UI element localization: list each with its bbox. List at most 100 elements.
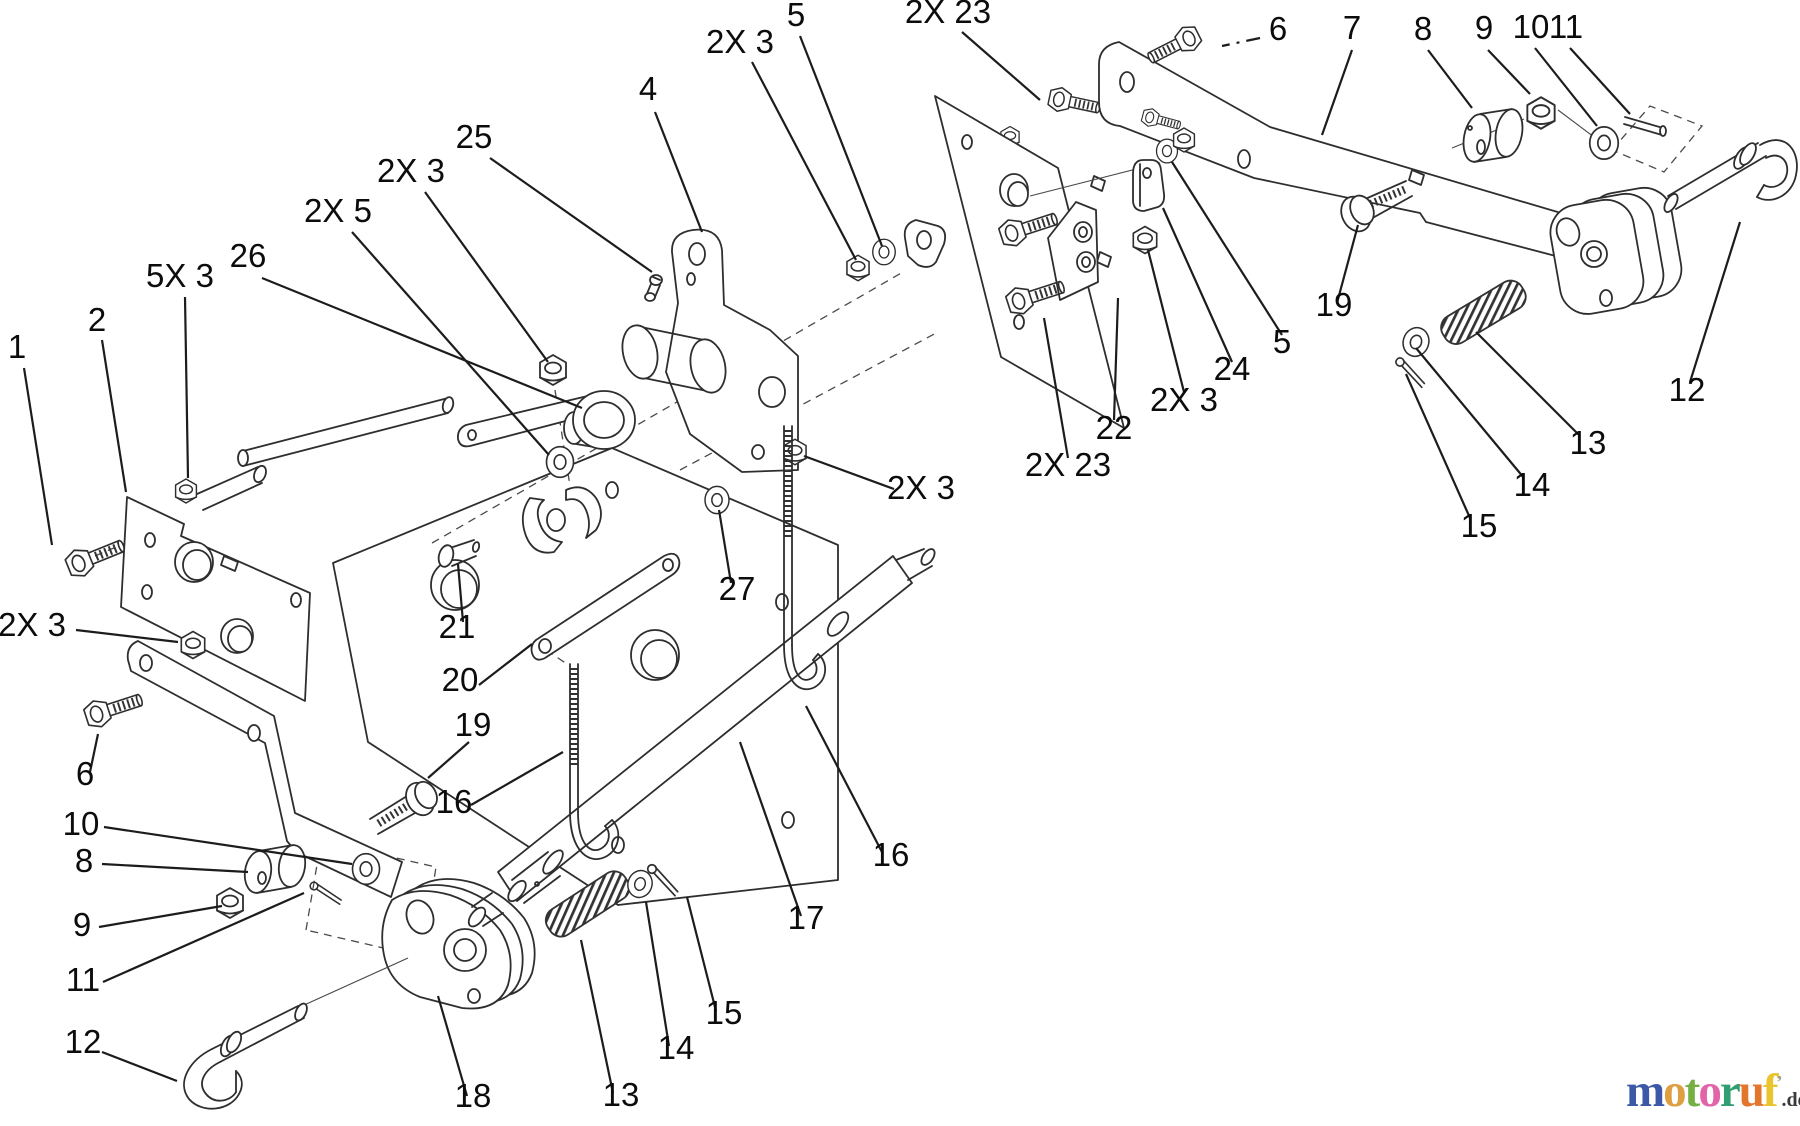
carriage-bolt-19-left [369,780,438,835]
part-label: 11 [1549,8,1583,45]
leader-line [424,191,549,363]
leader-line [183,296,190,479]
part-label: 22 [1096,409,1133,446]
leader-lines [22,31,1742,1097]
spacer-8-right [1462,108,1524,163]
left-mounting-plate [63,396,455,702]
leader-line [738,741,803,917]
leader-line [1335,224,1360,304]
logo-letter: o [1663,1065,1686,1117]
part-label: 14 [1514,466,1551,503]
leader-line [427,741,470,779]
trunnion-5 [903,219,947,268]
part-label: 10 [1513,8,1550,45]
logo-word: motoruf [1626,1065,1778,1117]
leader-line [1042,317,1070,459]
part-label: 2X 23 [905,0,991,30]
part-label: 16 [436,783,473,820]
leader-line [805,705,884,855]
leader-line [470,751,564,806]
clamp-halves [521,486,602,554]
lift-shaft-group [369,425,936,943]
leader-line [98,904,223,929]
leader-line [579,939,615,1094]
leader-line [1534,47,1598,127]
leader-line [803,454,895,491]
flange-nut-2x3-center [539,354,567,386]
part-label: 15 [706,994,743,1031]
washer-27 [704,485,730,515]
lift-link-plates-bottom [381,878,536,1010]
part-label: 4 [639,70,657,107]
hex-bolt-6-left [82,687,146,731]
carriage-bolt-19-right [1340,180,1413,233]
leader-line [717,509,733,584]
leader-line [1171,161,1283,336]
leader-line [653,111,704,233]
leader-line [1427,49,1473,109]
hex-nut-2x3-right [1172,127,1196,153]
washer-5-top [872,238,896,266]
hex-nut-9-left [216,887,244,919]
leader-line [798,35,884,247]
part-label: 6 [1269,10,1287,47]
leader-line [261,276,583,410]
part-label: 5 [787,0,805,33]
leader-line [1146,249,1186,393]
part-label: 2X 3 [1150,381,1218,418]
flat-link-20 [530,552,681,661]
logo-letter: m [1626,1065,1665,1117]
part-label: 2X 3 [0,606,66,643]
hex-nut-9-right [1526,96,1556,130]
washer-14-right [1398,323,1434,361]
logo-letter: r [1719,1065,1741,1117]
idler-bracket-4 [665,228,799,473]
leader-line [101,1050,178,1083]
flat-head-screw-21 [437,539,481,568]
leader-line [103,825,353,866]
hex-bolt-1 [63,532,128,580]
leader-line [644,901,671,1047]
leader-line [436,995,469,1097]
pivot-hub-cylinder [621,324,727,394]
part-label: 2X 23 [1025,446,1111,483]
part-label: 27 [719,570,756,607]
clip-24 [1132,107,1182,212]
logo-trademark: ’ [1776,1072,1782,1092]
leader-line [1688,221,1742,383]
leader-line [75,628,179,644]
j-bolt-16-right [783,425,827,691]
right-mounting-plate-22 [934,86,1125,429]
hex-bolt-6-top [1143,22,1203,70]
part-label: 8 [1414,10,1432,47]
leader-line [1475,331,1581,437]
pin-11 [1623,116,1667,137]
logo-letter: f [1762,1065,1779,1117]
leader-line [1415,347,1525,479]
j-bolt-16-left [569,663,620,860]
part-label: 12 [1669,371,1706,408]
flange-nut-2x3-left [180,630,206,660]
part-label: 15 [1461,507,1498,544]
flanged-bushing-26 [563,390,636,450]
part-label: 16 [873,836,910,873]
leader-line [1221,36,1261,48]
leader-line [751,61,857,261]
flange-nut-5x3 [174,478,198,504]
logo-suffix: .de [1781,1089,1800,1111]
part-label: 20 [442,661,479,698]
j-hook-rod-12-right [1663,139,1798,213]
lift-link-plates-right [1549,186,1683,315]
leader-line [478,643,533,686]
washer-5-center [545,445,575,479]
height-of-cut-arm-7 [1029,22,1798,389]
part-label: 11 [66,961,100,998]
logo-letter: t [1684,1065,1701,1117]
j-hook-rod-12-left [183,1002,308,1110]
leader-line [1569,47,1631,115]
part-label: 9 [1475,9,1493,46]
part-label: 9 [73,906,91,943]
leader-line [102,891,305,984]
part-label: 18 [455,1077,492,1114]
part-label: 26 [230,237,267,274]
